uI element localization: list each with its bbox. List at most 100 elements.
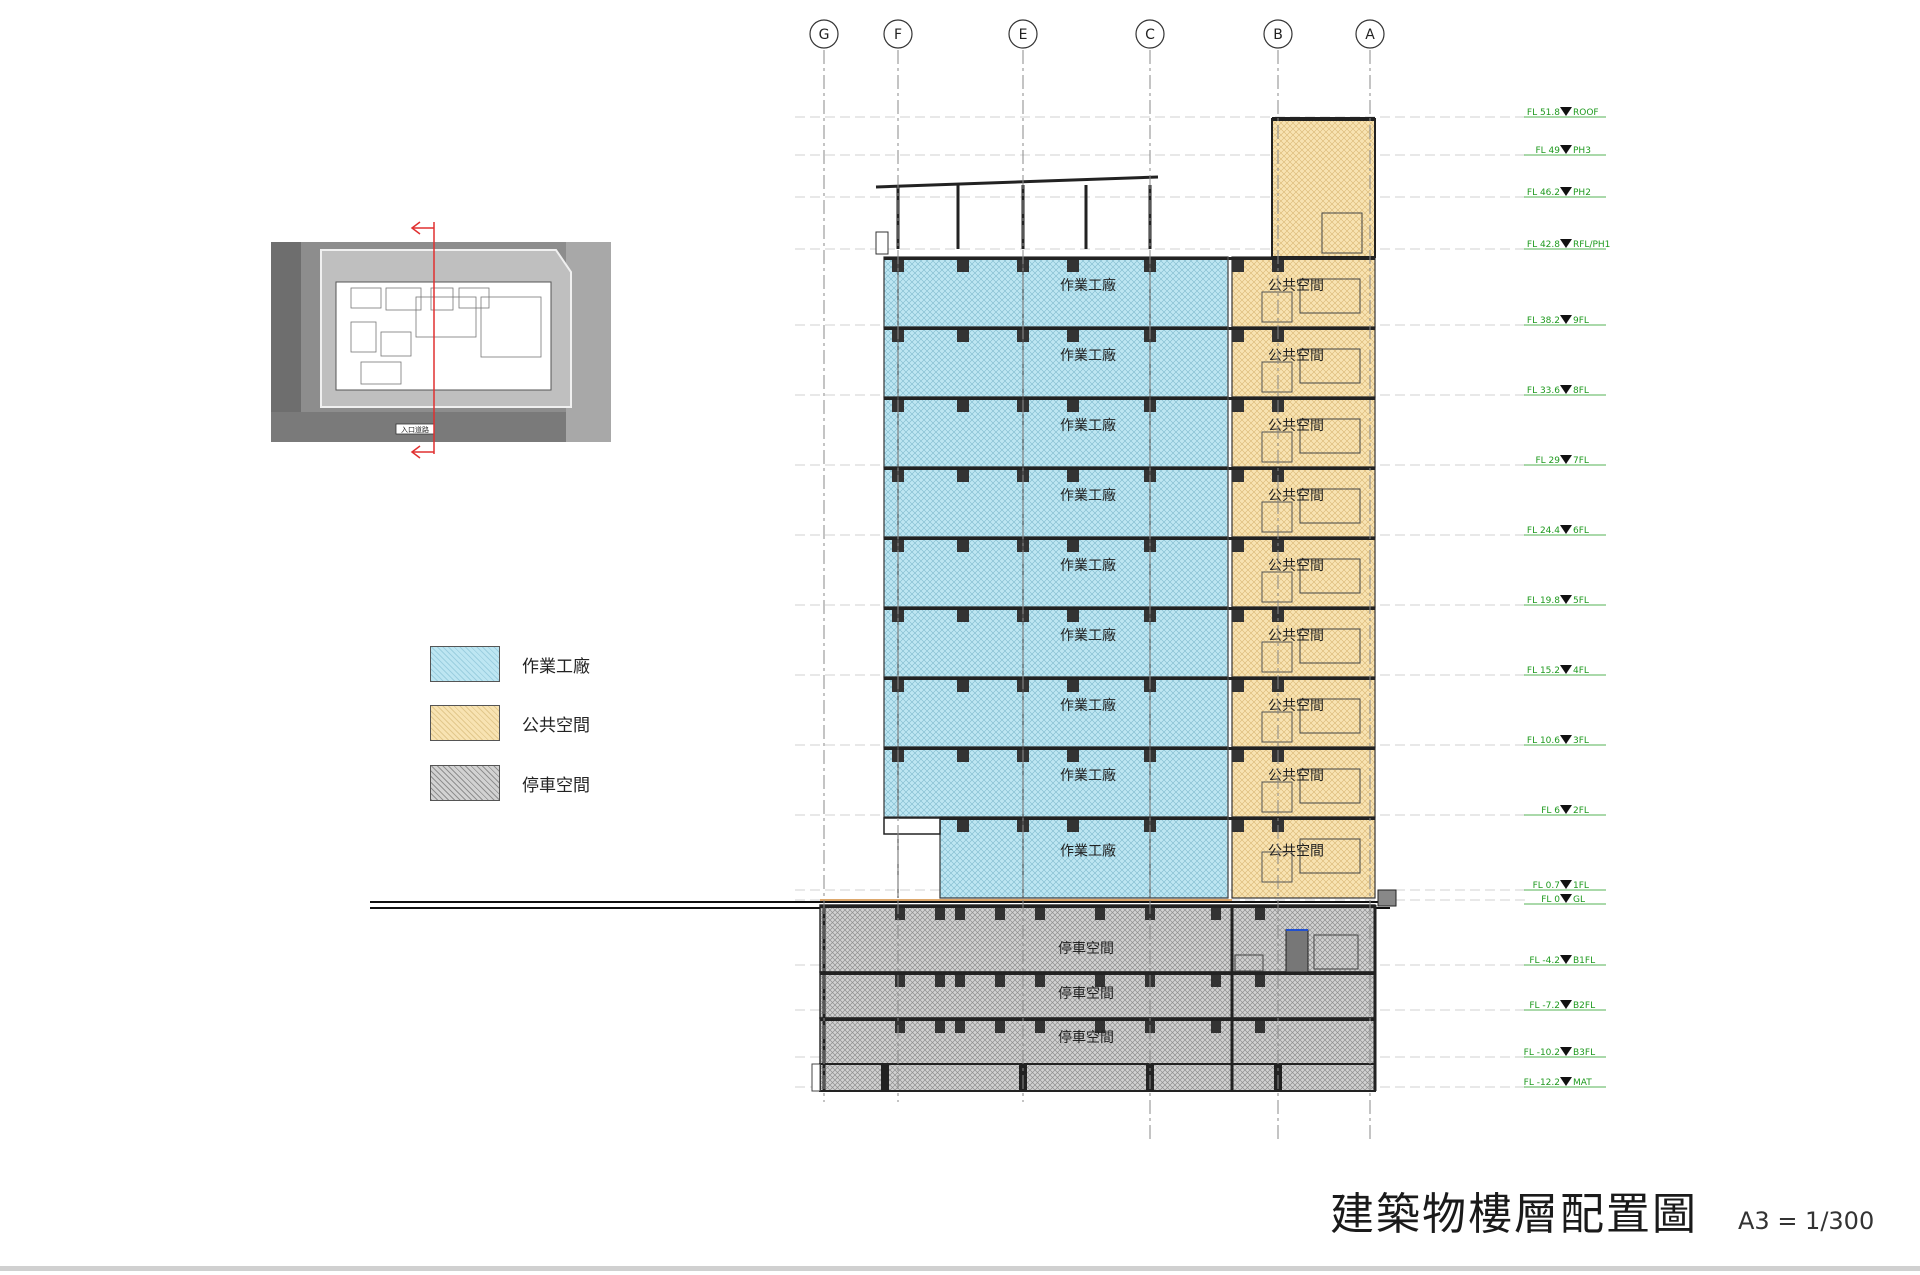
level-name: 6FL	[1573, 526, 1589, 536]
roof-canopy	[875, 175, 1159, 255]
beam	[1067, 330, 1079, 342]
basement-beam	[1095, 1021, 1105, 1033]
footprint-room	[415, 296, 477, 338]
core-stair	[1261, 431, 1293, 463]
grade-block	[1377, 889, 1397, 907]
level-marker-4fl: FL 15.2 4FL	[1524, 665, 1606, 676]
road-south	[271, 412, 611, 442]
level-value: FL 42.8	[1527, 240, 1560, 250]
beam	[1232, 680, 1244, 692]
beam	[1232, 750, 1244, 762]
legend-label-public: 公共空間	[522, 715, 590, 736]
grid-label-F: F	[894, 27, 902, 43]
level-name: PH2	[1573, 188, 1591, 198]
floor-slab	[884, 397, 1375, 400]
factory-label: 作業工廠	[1060, 697, 1116, 714]
level-name: 8FL	[1573, 386, 1589, 396]
beam	[1067, 680, 1079, 692]
parking-label: 停車空間	[1058, 940, 1114, 957]
legend-item-public: 公共空間	[430, 704, 590, 742]
building-footprint	[335, 281, 552, 391]
core-room	[1299, 698, 1361, 734]
footprint-room	[430, 287, 454, 311]
level-name: RFL/PH1	[1573, 240, 1610, 250]
beam	[957, 470, 969, 482]
factory-floor	[883, 326, 1229, 398]
grid-label-A: A	[1365, 27, 1375, 43]
beam	[1067, 400, 1079, 412]
factory-label: 作業工廠	[1060, 767, 1116, 784]
level-value: FL -10.2	[1524, 1048, 1560, 1058]
factory-label: 作業工廠	[1060, 277, 1116, 294]
core-stair	[1261, 291, 1293, 323]
factory-floor	[883, 396, 1229, 468]
elevator-shaft	[1285, 929, 1309, 973]
tower-room	[1321, 212, 1363, 254]
legend-label-parking: 停車空間	[522, 775, 590, 796]
level-marker-mat: FL -12.2 MAT	[1524, 1077, 1606, 1088]
footprint-room	[458, 287, 490, 309]
legend-label-factory: 作業工廠	[522, 656, 590, 677]
grid-label-G: G	[819, 27, 830, 43]
public-floor	[1231, 746, 1376, 818]
basement-beam	[955, 975, 965, 987]
level-triangle	[1560, 239, 1572, 248]
basement-beam	[1035, 908, 1045, 920]
level-name: B3FL	[1573, 1048, 1595, 1058]
beam	[957, 820, 969, 832]
level-value: FL 33.6	[1527, 386, 1560, 396]
footprint-room	[480, 296, 542, 358]
factory-label: 作業工廠	[1060, 557, 1116, 574]
factory-label: 作業工廠	[1060, 627, 1116, 644]
level-value: FL 49	[1535, 146, 1560, 156]
level-triangle	[1560, 315, 1572, 324]
level-triangle	[1560, 455, 1572, 464]
level-name: ROOF	[1573, 108, 1599, 118]
level-triangle	[1560, 1000, 1572, 1009]
site-caption: 入口道路	[401, 425, 429, 434]
basement-beam	[995, 1021, 1005, 1033]
legend-swatch-parking	[430, 765, 500, 801]
level-name: 4FL	[1573, 666, 1589, 676]
floor-slab	[940, 817, 1375, 820]
level-triangle	[1560, 385, 1572, 394]
basement-beam	[995, 975, 1005, 987]
basement-slab	[820, 972, 1375, 975]
level-triangle	[1560, 894, 1572, 903]
level-name: B2FL	[1573, 1001, 1595, 1011]
level-name: MAT	[1573, 1078, 1592, 1088]
grid-bubble-F	[883, 19, 913, 49]
basement-beam	[935, 908, 945, 920]
basement-beam	[895, 1021, 905, 1033]
level-name: B1FL	[1573, 956, 1595, 966]
core-stair	[1261, 781, 1293, 813]
basement-beam	[1035, 975, 1045, 987]
level-triangle	[1560, 595, 1572, 604]
level-name: 1FL	[1573, 881, 1589, 891]
level-value: FL -12.2	[1524, 1078, 1560, 1088]
core-room	[1299, 488, 1361, 524]
beam	[1067, 260, 1079, 272]
parking-label: 停車空間	[1058, 1029, 1114, 1046]
legend-swatch-factory	[430, 646, 500, 682]
beam	[1232, 400, 1244, 412]
footprint-room	[350, 321, 377, 353]
core-stair	[1261, 711, 1293, 743]
level-value: FL 15.2	[1527, 666, 1560, 676]
core-stair	[1261, 851, 1293, 883]
level-marker-8fl: FL 33.6 8FL	[1524, 385, 1606, 396]
level-name: PH3	[1573, 146, 1591, 156]
drawing-title: 建築物樓層配置圖	[1330, 1189, 1698, 1240]
beam	[957, 680, 969, 692]
basement-beam	[1095, 908, 1105, 920]
basement-room	[1313, 934, 1359, 970]
public-floor	[1231, 606, 1376, 678]
legend-item-parking: 停車空間	[430, 764, 590, 802]
core-room	[1299, 418, 1361, 454]
level-triangle	[1560, 107, 1572, 116]
